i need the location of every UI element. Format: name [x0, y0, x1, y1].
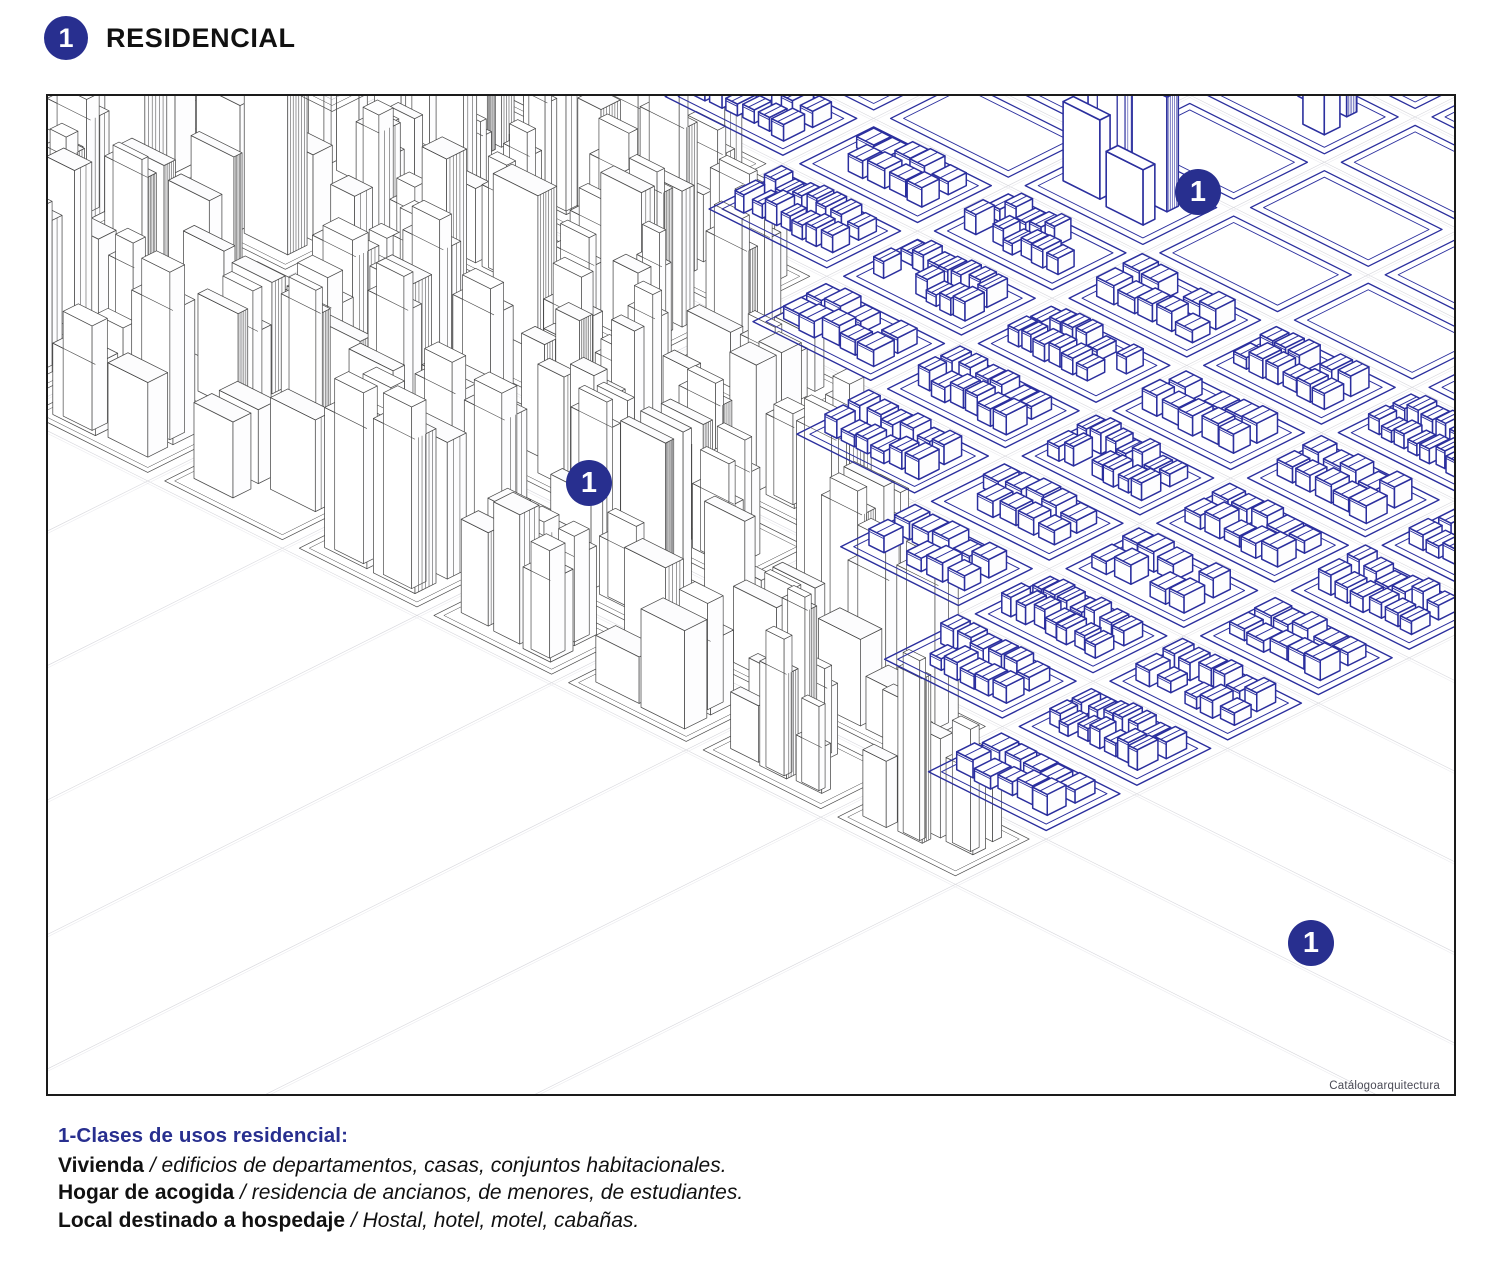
- page-title: RESIDENCIAL: [106, 22, 296, 53]
- caption-term: Hogar de acogida: [58, 1181, 235, 1205]
- watermark: Catálogoarquitectura: [1329, 1080, 1440, 1092]
- caption-term: Vivienda: [58, 1154, 144, 1177]
- map-marker-1[interactable]: 1: [1175, 169, 1221, 215]
- caption-term: Local destinado a hospedaje: [58, 1208, 346, 1232]
- caption-description: residencia de ancianos, de menores, de e…: [251, 1181, 744, 1205]
- caption-separator: /: [144, 1154, 162, 1177]
- caption-description: edificios de departamentos, casas, conju…: [161, 1154, 727, 1177]
- caption-separator: /: [234, 1181, 252, 1205]
- caption-description: Hostal, hotel, motel, cabañas.: [362, 1208, 640, 1232]
- caption-line: Vivienda / edificios de departamentos, c…: [58, 1152, 1398, 1179]
- map-frame[interactable]: 1 1 1 Catálogoarquitectura: [46, 94, 1456, 1096]
- map-marker-2[interactable]: 1: [566, 460, 612, 506]
- caption-line: Local destinado a hospedaje / Hostal, ho…: [58, 1207, 1398, 1234]
- caption-block: 1-Clases de usos residencial: Vivienda /…: [58, 1124, 1398, 1234]
- isometric-city-map[interactable]: [48, 96, 1454, 1094]
- caption-line: Hogar de acogida / residencia de anciano…: [58, 1179, 1398, 1206]
- caption-heading: 1-Clases de usos residencial:: [58, 1124, 349, 1147]
- header: 1 RESIDENCIAL: [44, 14, 296, 62]
- caption-rows: Vivienda / edificios de departamentos, c…: [58, 1152, 1398, 1234]
- category-number-badge: 1: [44, 16, 88, 60]
- map-marker-3[interactable]: 1: [1288, 920, 1334, 966]
- caption-separator: /: [345, 1208, 363, 1232]
